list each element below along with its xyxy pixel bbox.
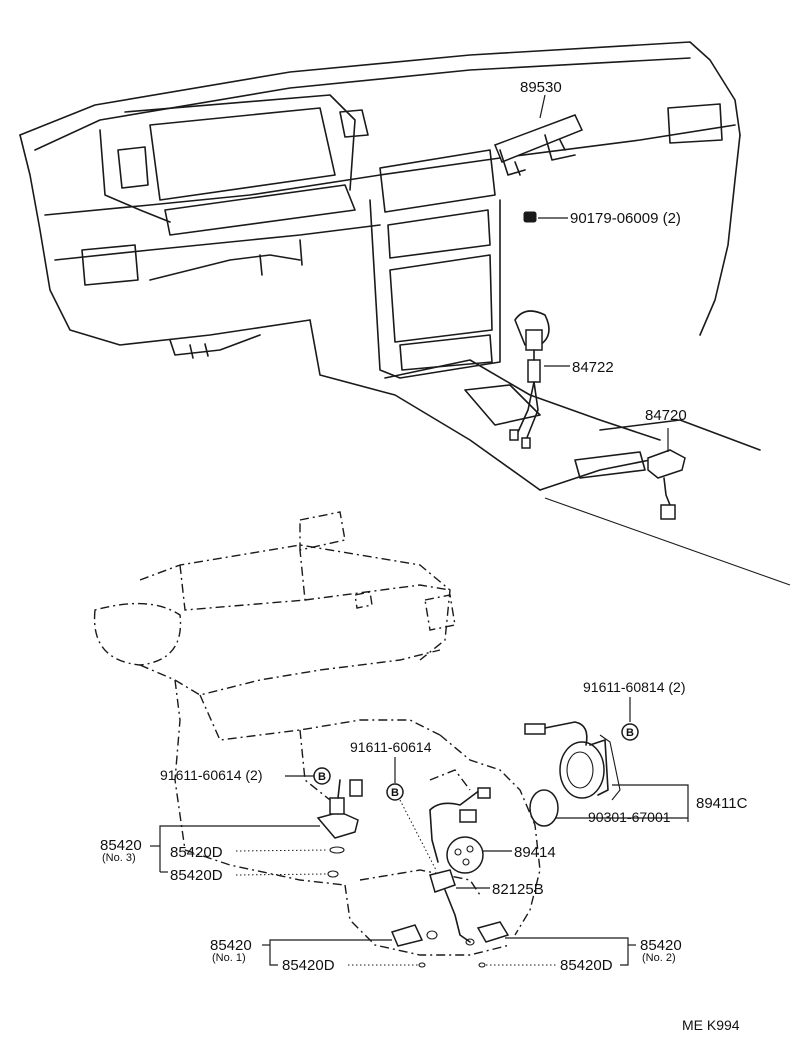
dotted-85420d-a: [235, 849, 329, 852]
label-89530: 89530: [520, 79, 562, 96]
part-85420-no3: [316, 779, 363, 878]
leader-89411c: [612, 784, 689, 822]
label-89414: 89414: [514, 844, 556, 861]
bolt-marker-b: [621, 723, 639, 741]
label-84720: 84720: [645, 407, 687, 424]
part-82125b: [429, 869, 471, 943]
part-90179-nut: [523, 211, 537, 223]
bolt-marker-label-left: B: [318, 771, 326, 783]
label-84722: 84722: [572, 359, 614, 376]
label-85420d-a: 85420D: [170, 844, 223, 861]
bolt-marker-b-left: [313, 767, 331, 785]
label-85420-no3: 85420: [100, 837, 142, 854]
dotted-guide-mid: [399, 799, 437, 871]
label-85420-no2: 85420: [640, 937, 682, 954]
part-84720: [647, 449, 686, 520]
part-90301-oring: [529, 789, 559, 827]
reference-code: ME K994: [682, 1017, 740, 1033]
engine-phantom: [93, 511, 541, 956]
label-85420d-d: 85420D: [560, 957, 613, 974]
part-89530: [494, 114, 584, 176]
leader-89530: [539, 94, 546, 119]
label-85420d-c: 85420D: [282, 957, 335, 974]
label-90301-67001: 90301-67001: [588, 809, 671, 825]
label-91611-60614-mid: 91611-60614: [350, 739, 432, 755]
label-89411c: 89411C: [696, 795, 748, 812]
part-85420-no2: [465, 921, 510, 968]
label-85420-no2-sub: (No. 2): [642, 952, 676, 964]
label-85420-no1-sub: (No. 1): [212, 952, 246, 964]
bracket-85420-no1: [269, 939, 392, 966]
bolt-marker-label-mid: B: [391, 787, 399, 799]
bracket-85420-no2: [505, 937, 629, 966]
label-91611-60614-left: 91611-60614 (2): [160, 767, 262, 783]
label-90179-06009: 90179-06009 (2): [570, 210, 681, 227]
label-82125b: 82125B: [492, 881, 544, 898]
dotted-85420d-b: [235, 873, 327, 876]
part-89411c: [524, 721, 621, 801]
bolt-marker-label: B: [626, 727, 634, 739]
part-84722: [509, 310, 550, 449]
label-85420-no3-sub: (No. 3): [102, 852, 136, 864]
bracket-85420-no3: [159, 825, 320, 872]
dashboard-drawing: [19, 41, 791, 586]
label-85420-no1: 85420: [210, 937, 252, 954]
label-91611-60814: 91611-60814 (2): [583, 679, 685, 695]
part-89414: [429, 787, 491, 874]
part-85420-no1: [390, 924, 438, 968]
bolt-marker-b-mid: [386, 783, 404, 801]
label-85420d-b: 85420D: [170, 867, 223, 884]
